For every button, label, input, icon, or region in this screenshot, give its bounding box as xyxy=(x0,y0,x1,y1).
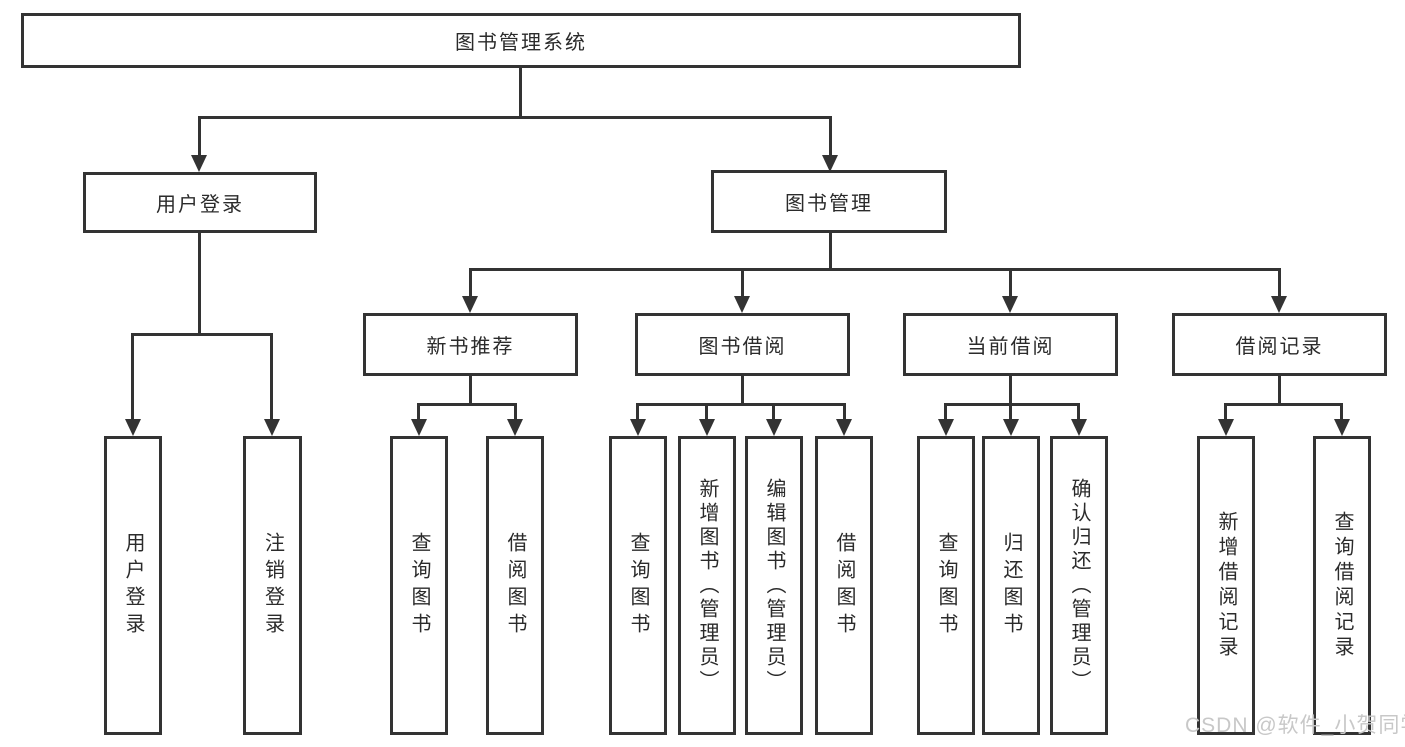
connector-root-stem xyxy=(519,68,522,118)
leaf-query-book-2-label: 查询图书 xyxy=(627,531,649,640)
connector-borrow-record-stem xyxy=(1278,376,1281,405)
node-book-mgmt: 图书管理 xyxy=(711,170,947,233)
arrowhead-leaf-query2 xyxy=(630,419,646,436)
arrowhead-leaf-borrow1 xyxy=(507,419,523,436)
leaf-confirm-return-label: 确认归还（管理员） xyxy=(1068,477,1090,694)
arrowhead-current-borrow xyxy=(1002,296,1018,313)
connector-book-mgmt-hbar xyxy=(469,268,1281,271)
arrowhead-leaf-user-login xyxy=(125,419,141,436)
node-user-login-label: 用户登录 xyxy=(156,194,244,216)
leaf-edit-book-label: 编辑图书（管理员） xyxy=(763,477,785,694)
connector-to-leaf-edit-book xyxy=(772,403,775,421)
leaf-add-book-label: 新增图书（管理员） xyxy=(696,477,718,694)
leaf-user-login: 用户登录 xyxy=(104,436,162,735)
connector-to-leaf-borrow1 xyxy=(514,403,517,421)
connector-current-borrow-stem xyxy=(1009,376,1012,405)
connector-to-leaf-add-book xyxy=(705,403,708,421)
connector-new-book-rec-hbar xyxy=(417,403,517,406)
arrowhead-leaf-logout xyxy=(264,419,280,436)
node-root-label: 图书管理系统 xyxy=(455,32,587,54)
connector-book-borrow-hbar xyxy=(636,403,845,406)
connector-to-leaf-query3 xyxy=(944,403,947,421)
connector-to-leaf-query1 xyxy=(417,403,420,421)
arrowhead-leaf-edit-book xyxy=(766,419,782,436)
connector-to-leaf-add-record xyxy=(1224,403,1227,421)
leaf-return-book: 归还图书 xyxy=(982,436,1040,735)
leaf-edit-book: 编辑图书（管理员） xyxy=(745,436,803,735)
connector-to-book-mgmt xyxy=(829,116,832,158)
leaf-query-book-1-label: 查询图书 xyxy=(408,531,430,640)
connector-to-leaf-query-record xyxy=(1340,403,1343,421)
leaf-query-book-1: 查询图书 xyxy=(390,436,448,735)
node-new-book-rec-label: 新书推荐 xyxy=(426,336,515,358)
leaf-logout: 注销登录 xyxy=(243,436,302,735)
connector-to-leaf-confirm-return xyxy=(1077,403,1080,421)
leaf-user-login-label: 用户登录 xyxy=(122,531,144,640)
arrowhead-leaf-query3 xyxy=(938,419,954,436)
node-user-login: 用户登录 xyxy=(83,172,317,233)
arrowhead-borrow-record xyxy=(1271,296,1287,313)
node-new-book-rec: 新书推荐 xyxy=(363,313,578,376)
connector-to-leaf-query2 xyxy=(636,403,639,421)
node-book-borrow-label: 图书借阅 xyxy=(698,336,787,358)
connector-to-user-login xyxy=(198,116,201,158)
arrowhead-leaf-add-record xyxy=(1218,419,1234,436)
connector-book-borrow-stem xyxy=(741,376,744,405)
arrowhead-book-borrow xyxy=(734,296,750,313)
arrowhead-user-login xyxy=(191,155,207,172)
leaf-add-book: 新增图书（管理员） xyxy=(678,436,736,735)
csdn-watermark: CSDN @软件_小贺同学 xyxy=(1185,714,1405,737)
leaf-add-borrow-record: 新增借阅记录 xyxy=(1197,436,1255,735)
leaf-borrow-book-2: 借阅图书 xyxy=(815,436,873,735)
node-root: 图书管理系统 xyxy=(21,13,1021,68)
connector-user-login-stem xyxy=(198,233,201,335)
connector-book-mgmt-stem xyxy=(829,233,832,270)
arrowhead-book-mgmt xyxy=(822,155,838,172)
connector-user-login-hbar xyxy=(131,333,273,336)
leaf-confirm-return: 确认归还（管理员） xyxy=(1050,436,1108,735)
node-borrow-record: 借阅记录 xyxy=(1172,313,1387,376)
connector-to-leaf-return-book xyxy=(1009,403,1012,421)
leaf-query-book-3-label: 查询图书 xyxy=(935,531,957,640)
connector-to-borrow-record xyxy=(1278,268,1281,298)
arrowhead-leaf-return-book xyxy=(1003,419,1019,436)
arrowhead-leaf-confirm-return xyxy=(1071,419,1087,436)
leaf-query-borrow-record-label: 查询借阅记录 xyxy=(1331,510,1353,661)
connector-to-new-book-rec xyxy=(469,268,472,298)
connector-to-leaf-logout xyxy=(270,333,273,421)
connector-borrow-record-hbar xyxy=(1224,403,1342,406)
leaf-return-book-label: 归还图书 xyxy=(1000,531,1022,640)
node-book-mgmt-label: 图书管理 xyxy=(785,193,873,215)
connector-new-book-rec-stem xyxy=(469,376,472,405)
arrowhead-new-book-rec xyxy=(462,296,478,313)
arrowhead-leaf-query-record xyxy=(1334,419,1350,436)
leaf-add-borrow-record-label: 新增借阅记录 xyxy=(1215,510,1237,661)
arrowhead-leaf-borrow2 xyxy=(836,419,852,436)
connector-to-current-borrow xyxy=(1009,268,1012,298)
leaf-query-book-3: 查询图书 xyxy=(917,436,975,735)
leaf-borrow-book-1: 借阅图书 xyxy=(486,436,544,735)
leaf-borrow-book-2-label: 借阅图书 xyxy=(833,531,855,640)
leaf-query-book-2: 查询图书 xyxy=(609,436,667,735)
connector-to-leaf-borrow2 xyxy=(843,403,846,421)
leaf-logout-label: 注销登录 xyxy=(261,531,284,640)
connector-root-hbar xyxy=(198,116,832,119)
leaf-borrow-book-1-label: 借阅图书 xyxy=(504,531,526,640)
connector-current-borrow-hbar xyxy=(944,403,1080,406)
node-borrow-record-label: 借阅记录 xyxy=(1235,336,1324,358)
connector-to-leaf-user-login xyxy=(131,333,134,421)
connector-to-book-borrow xyxy=(741,268,744,298)
node-current-borrow-label: 当前借阅 xyxy=(966,336,1055,358)
arrowhead-leaf-add-book xyxy=(699,419,715,436)
leaf-query-borrow-record: 查询借阅记录 xyxy=(1313,436,1371,735)
node-book-borrow: 图书借阅 xyxy=(635,313,850,376)
node-current-borrow: 当前借阅 xyxy=(903,313,1118,376)
arrowhead-leaf-query1 xyxy=(411,419,427,436)
